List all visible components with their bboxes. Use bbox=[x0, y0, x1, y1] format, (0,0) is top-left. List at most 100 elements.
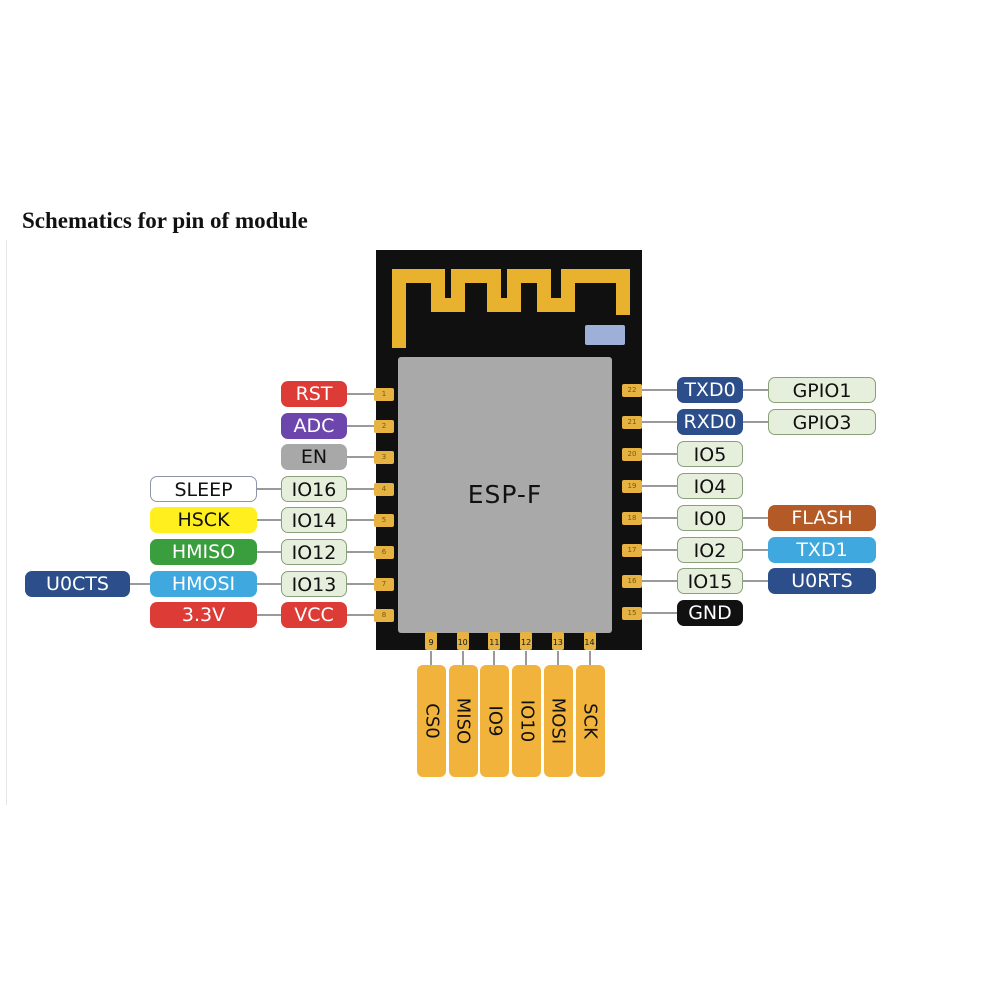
pin-label-adc: ADC bbox=[281, 412, 347, 439]
pin-number: 12 bbox=[521, 638, 532, 647]
pin-pad: 7 bbox=[374, 577, 394, 591]
connector-line bbox=[347, 456, 374, 459]
connector-line bbox=[743, 389, 768, 391]
pin-alt2-label: U0CTS bbox=[25, 570, 130, 597]
pin-label-io12: IO12 bbox=[281, 539, 347, 565]
pin-number: 14 bbox=[584, 638, 595, 647]
connector-line bbox=[130, 582, 150, 585]
pin-alt-label: SLEEP bbox=[150, 475, 257, 502]
pin-label-rst: RST bbox=[281, 381, 347, 407]
pin-pad: 20 bbox=[622, 447, 642, 461]
connector-line bbox=[347, 582, 374, 585]
pin-number: 9 bbox=[428, 638, 434, 647]
pin-label-gnd: GND bbox=[677, 600, 743, 627]
pin-label-io4: IO4 bbox=[677, 472, 743, 499]
pin-alt-label: HSCK bbox=[150, 507, 257, 534]
pcb-antenna bbox=[392, 269, 630, 348]
pin-label-io13: IO13 bbox=[281, 570, 347, 597]
pin-label-text: IO9 bbox=[484, 705, 506, 737]
connector-line bbox=[347, 614, 374, 617]
pin-pad: 15 bbox=[622, 607, 642, 621]
pin-alt-label: HMISO bbox=[150, 539, 257, 565]
module-name: ESP-F bbox=[467, 480, 543, 509]
pin-alt-label: TXD1 bbox=[768, 536, 876, 563]
pin-alt-label: GPIO1 bbox=[768, 377, 876, 403]
pin-label-text: MISO bbox=[452, 697, 474, 745]
connector-line bbox=[347, 393, 374, 395]
pin-pad bbox=[583, 632, 596, 650]
pin-label-txd0: TXD0 bbox=[677, 377, 743, 403]
connector-line bbox=[642, 484, 677, 487]
pin-number: 11 bbox=[489, 638, 500, 647]
rf-shield bbox=[398, 357, 612, 633]
pin-label-miso: MISO bbox=[448, 665, 478, 777]
connector-line bbox=[257, 582, 281, 585]
pin-label-sck: SCK bbox=[575, 665, 605, 777]
border-line bbox=[6, 240, 7, 805]
connector-line bbox=[347, 424, 374, 427]
pin-label-mosi: MOSI bbox=[543, 665, 573, 777]
connector-line bbox=[743, 580, 768, 583]
pin-label-text: CS0 bbox=[421, 703, 442, 739]
pin-label-text: MOSI bbox=[547, 697, 569, 745]
connector-line bbox=[642, 548, 677, 551]
pin-label-io9: IO9 bbox=[480, 665, 510, 777]
connector-line bbox=[642, 612, 677, 615]
pin-label-io5: IO5 bbox=[677, 440, 743, 467]
connector-line bbox=[556, 651, 559, 665]
pin-label-rxd0: RXD0 bbox=[677, 408, 743, 435]
pin-pad: 4 bbox=[374, 482, 394, 496]
pin-pad: 5 bbox=[374, 514, 394, 528]
connector-line bbox=[257, 519, 281, 522]
pin-label-cs0: CS0 bbox=[417, 665, 446, 777]
pin-pad: 1 bbox=[374, 388, 394, 401]
connector-line bbox=[525, 651, 528, 665]
connector-line bbox=[257, 551, 281, 553]
pin-number: 10 bbox=[457, 638, 468, 647]
pin-label-text: IO10 bbox=[516, 699, 538, 743]
pin-alt-label: 3.3V bbox=[150, 602, 257, 629]
pin-label-text: SCK bbox=[579, 703, 601, 739]
chip-marker bbox=[585, 325, 625, 345]
pin-number: 13 bbox=[552, 638, 563, 647]
connector-line bbox=[642, 580, 677, 583]
connector-line bbox=[642, 516, 677, 519]
pin-pad bbox=[488, 632, 501, 650]
pin-pad: 8 bbox=[374, 609, 394, 623]
connector-line bbox=[347, 551, 374, 553]
pin-label-io2: IO2 bbox=[677, 536, 743, 563]
connector-line bbox=[347, 519, 374, 522]
pin-label-io14: IO14 bbox=[281, 507, 347, 534]
pin-alt-label: HMOSI bbox=[150, 570, 257, 597]
pin-pad bbox=[520, 632, 533, 650]
page-title: Schematics for pin of module bbox=[22, 208, 308, 233]
pin-pad: 22 bbox=[622, 384, 642, 397]
pin-alt-label: FLASH bbox=[768, 504, 876, 531]
pin-pad bbox=[425, 632, 437, 650]
connector-line bbox=[461, 651, 464, 665]
connector-line bbox=[347, 487, 374, 490]
pin-label-io0: IO0 bbox=[677, 504, 743, 531]
pin-alt-label: GPIO3 bbox=[768, 408, 876, 435]
connector-line bbox=[257, 614, 281, 617]
connector-line bbox=[743, 548, 768, 551]
pin-pad: 18 bbox=[622, 511, 642, 525]
pin-pad bbox=[551, 632, 564, 650]
connector-line bbox=[588, 651, 591, 665]
pin-pad: 2 bbox=[374, 419, 394, 433]
connector-line bbox=[430, 651, 432, 665]
pin-label-en: EN bbox=[281, 444, 347, 471]
pin-label-vcc: VCC bbox=[281, 602, 347, 629]
pin-pad bbox=[456, 632, 469, 650]
pin-pad: 6 bbox=[374, 546, 394, 559]
pin-label-io10: IO10 bbox=[512, 665, 542, 777]
connector-line bbox=[257, 487, 281, 490]
pin-pad: 19 bbox=[622, 479, 642, 493]
pin-alt-label: U0RTS bbox=[768, 568, 876, 595]
pin-pad: 3 bbox=[374, 451, 394, 465]
connector-line bbox=[642, 420, 677, 423]
pin-label-io15: IO15 bbox=[677, 568, 743, 595]
connector-line bbox=[743, 516, 768, 519]
connector-line bbox=[642, 452, 677, 455]
connector-line bbox=[743, 420, 768, 423]
